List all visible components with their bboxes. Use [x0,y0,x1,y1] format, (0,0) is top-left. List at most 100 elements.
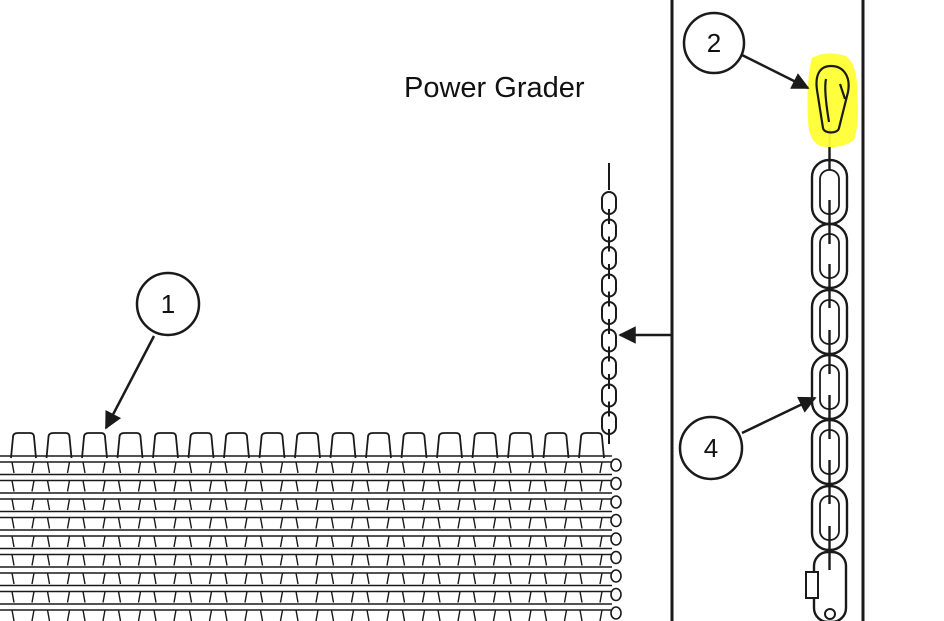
callout-4: 4 [678,415,744,481]
mat-crimp [579,609,603,621]
mat-crimp [401,498,426,511]
mat-crimp [295,461,319,474]
mat-crimp [401,461,426,474]
mat-crimp [46,572,71,585]
mat-crimp [46,461,71,474]
mat-crimp [543,461,568,474]
mat-crimp [366,554,390,566]
diagram-title: Power Grader [404,72,585,104]
mat-crimp [366,461,390,474]
mat-edge-hook [610,476,622,491]
mat-crimp [11,591,35,603]
mat-tooth [187,432,215,459]
mat-crimp [437,535,461,548]
callout-1-number: 1 [161,289,175,319]
mat-crimp [330,498,355,511]
mat-crimp [330,461,355,474]
mat-crimp [472,517,497,529]
mat-crimp [224,591,248,603]
mat-crimp [46,498,71,511]
mat-crimp [82,517,106,529]
mat-crimp [11,461,35,474]
mat-crimp [401,609,426,621]
mat-crimp [366,535,390,548]
mat-tooth [223,432,250,459]
mat-crimp [259,461,284,474]
mat-crimp [295,535,319,548]
mat-crimp [259,498,284,511]
mat-crimp [11,609,35,621]
mat-crimp [366,498,390,511]
mat-edge-hook [610,458,622,472]
mat-crimp [437,609,461,621]
callout-4-number: 4 [704,433,718,463]
mat-crimp [366,517,390,529]
mat-tooth [81,432,108,459]
mat-crimp [153,609,177,621]
mat-crimp [472,609,497,621]
mat-tooth [152,432,179,459]
mat-crimp [543,609,568,621]
mat-tooth [258,432,286,459]
mat-crimp [330,609,355,621]
mat-crimp [579,517,603,529]
mat-crimp [46,480,71,492]
mat-crimp [224,498,248,511]
mat-crimp [82,535,106,548]
mat-tooth [294,432,321,459]
mat-crimp [259,554,284,566]
mat-crimp [259,572,284,585]
mat-crimp [82,609,106,621]
mat-crimp [330,517,355,529]
mat-crimp [579,480,603,492]
mat-crimp [366,572,390,585]
mat-crimp [11,517,35,529]
mat-crimp [153,517,177,529]
mat-tooth [400,432,428,459]
mat-edge-hook [610,495,622,509]
mat-crimp [188,461,213,474]
mat-crimp [543,498,568,511]
mat-crimp [295,591,319,603]
mat-crimp [259,517,284,529]
mat-crimp [153,591,177,603]
mat-crimp [508,517,532,529]
mat-crimp [508,461,532,474]
mat-crimp [437,461,461,474]
carabiner-highlight [807,53,858,148]
mat-crimp [82,572,106,585]
mat-crimp [508,572,532,585]
mat-crimp [117,591,142,603]
mat-crimp [437,591,461,603]
mat-crimp [472,480,497,492]
mat-crimp [437,554,461,566]
mat-crimp [117,535,142,548]
mat-crimp [46,591,71,603]
mat-crimp [472,572,497,585]
mat-tooth [10,432,37,459]
mat-crimp [153,480,177,492]
mat-tooth [365,432,392,459]
mat-crimp [82,498,106,511]
mat-crimp [117,461,142,474]
mat-crimp [259,480,284,492]
mat-crimp [188,517,213,529]
mat-crimp [295,498,319,511]
carabiner-icon [815,64,850,134]
mat-crimp [188,609,213,621]
mat-crimp [330,535,355,548]
mat-tooth [542,432,570,459]
mat-crimp [153,572,177,585]
mat-crimp [153,554,177,566]
mat-crimp [117,572,142,585]
callout-1-leader [104,335,156,430]
mat-crimp [366,609,390,621]
mat-crimp [508,591,532,603]
mat-crimp [401,591,426,603]
mat-crimp [46,535,71,548]
mat-edge-hook [610,606,622,620]
mat-crimp [579,498,603,511]
callout-2: 2 [682,11,746,75]
mat-crimp [188,535,213,548]
